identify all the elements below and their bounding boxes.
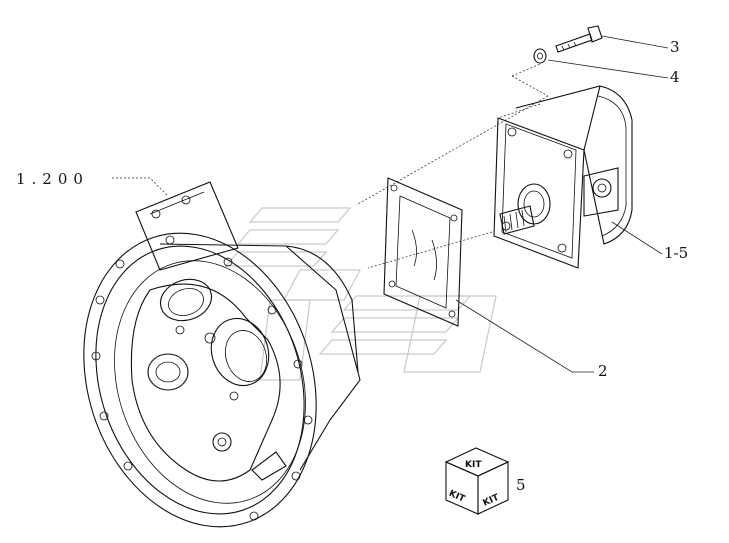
- washer-icon: [533, 48, 547, 64]
- callout-1-200: 1.200: [16, 170, 89, 188]
- callout-5: 5: [516, 476, 526, 494]
- gasket-icon: [383, 177, 463, 327]
- kit-top-label: KIT: [465, 460, 482, 470]
- leader-lines: [112, 35, 669, 373]
- pump-icon: [493, 85, 633, 269]
- callout-4: 4: [670, 68, 680, 86]
- callout-2: 2: [598, 362, 608, 380]
- housing-icon: [83, 181, 361, 528]
- assembly-axis: [357, 63, 549, 269]
- kit-box-icon: KIT KIT KIT: [444, 447, 510, 515]
- callout-3: 3: [670, 38, 680, 56]
- screw-icon: [555, 25, 603, 53]
- callout-1-5: 1-5: [664, 244, 688, 262]
- kit-right-label: KIT: [482, 493, 502, 509]
- kit-left-label: KIT: [447, 489, 467, 505]
- logo-watermark: [224, 207, 497, 381]
